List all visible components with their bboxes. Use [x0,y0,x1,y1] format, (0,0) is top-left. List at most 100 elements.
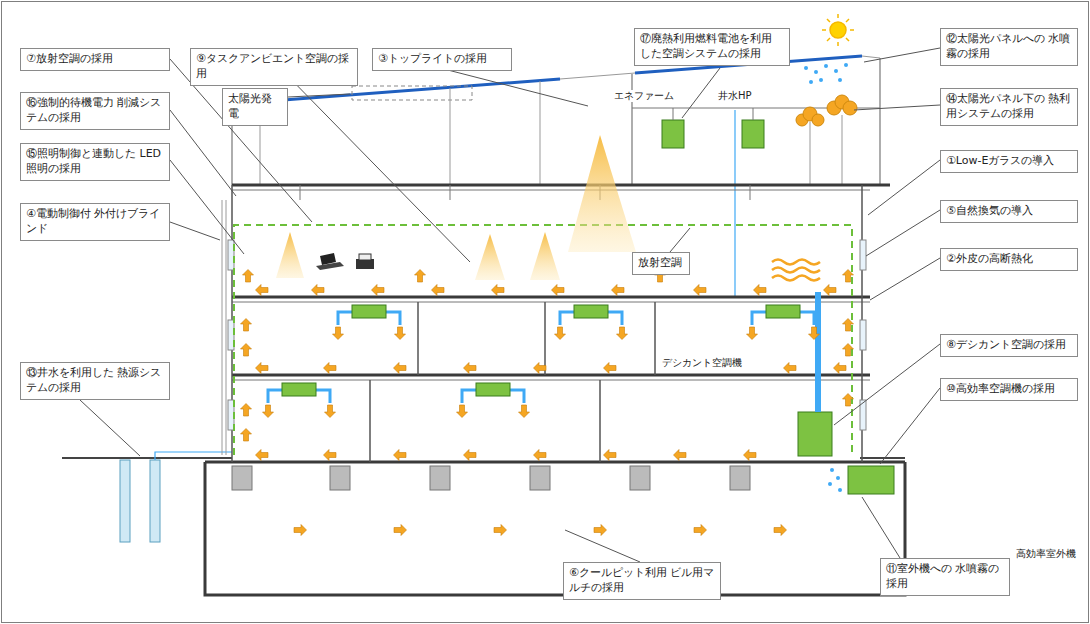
callout-text: ⑧デシカント空調の採用 [946,338,1072,353]
callout-box: ⑨タスクアンビエント空調の採用 [190,48,358,86]
airflow-arrow [372,285,385,296]
callout-box: 放射空調 [632,252,690,275]
callout-text: 太陽光発電 [228,92,282,122]
airflow-arrow [519,405,530,418]
airflow-arrow [464,363,477,374]
solar-panel [352,86,472,100]
airflow-arrow [241,319,252,332]
airflow-arrow [494,525,507,536]
water-drops [804,63,848,84]
callout-box: ⑦放射空調の採用 [20,48,170,71]
airflow-arrow [256,450,269,461]
callout-text: ②外皮の高断熱化 [946,252,1072,267]
beam [232,185,870,380]
ceiling-ac-unit [268,305,814,403]
callout-box: ②外皮の高断熱化 [940,248,1078,271]
well [120,460,130,542]
callout-text: ③トップライトの採用 [378,52,506,67]
airflow-arrow [243,270,254,283]
airflow-arrow [534,363,547,374]
roof-post [540,81,541,185]
pipe [810,122,811,185]
airflow-arrow [256,363,269,374]
airflow-arrow [294,525,307,536]
airflow-arrow [843,394,854,407]
airflow-arrow [395,327,406,340]
airflow-arrow [263,405,274,418]
airflow-arrows [241,270,854,536]
airflow-arrow [744,450,757,461]
airflow-arrow [774,525,787,536]
callout-box: ③トップライトの採用 [372,48,512,71]
airflow-arrow [834,363,847,374]
callout-box: ①Low-Eガラスの導入 [940,150,1078,173]
callout-text: ⑪室外機への 水噴霧の採用 [886,562,1004,592]
callout-text: 放射空調 [638,256,684,271]
callout-text: ①Low-Eガラスの導入 [946,154,1072,169]
callout-text: ⑦放射空調の採用 [26,52,164,67]
office-equipment [316,253,374,270]
airflow-arrow [464,450,477,461]
airflow-arrow [604,363,617,374]
airflow-arrow [241,429,252,442]
airflow-arrow [492,285,505,296]
airflow-arrow [694,285,707,296]
equipment-label: エネファーム [612,90,676,102]
well-heat-pump [742,120,764,148]
airflow-arrow [241,344,252,357]
callout-box: ⑮照明制御と連動した LED照明の採用 [20,143,170,181]
light-cone [276,135,636,280]
callout-text: ⑨タスクアンビエント空調の採用 [196,52,352,82]
airflow-arrow [754,285,767,296]
airflow-arrow [604,450,617,461]
pipe [842,115,843,185]
callout-text: ⑥クールピット利用 ビル用マルチの採用 [569,566,715,596]
airflow-arrow [612,285,625,296]
callout-box: ④電動制御付 外付けブラインド [20,203,170,241]
airflow-arrow [552,285,565,296]
airflow-arrow [415,270,426,283]
airflow-arrow [843,270,854,283]
airflow-arrow [394,525,407,536]
callout-box: ⑯強制的待機電力 削減システムの採用 [20,92,170,130]
airflow-arrow [784,363,797,374]
airflow-arrow [534,450,547,461]
airflow-arrow [555,327,566,340]
airflow-arrow [324,363,337,374]
airflow-arrow [457,405,468,418]
airflow-arrow [324,450,337,461]
callout-box: ⑩高効率空調機の採用 [940,378,1078,401]
ground-line [860,457,905,459]
airflow-arrow [824,285,837,296]
roof-edge [862,56,880,58]
airflow-arrow [617,327,628,340]
equipment-label: 高効率室外機 [1014,548,1078,560]
heat-wave [772,260,820,281]
fuel-cell [662,120,684,148]
callout-text: ⑯強制的待機電力 削減システムの採用 [26,96,164,126]
airflow-arrow [809,327,820,340]
callout-box: ⑫太陽光パネルへの 水噴霧の採用 [940,28,1078,66]
airflow-arrow [594,525,607,536]
roof-post [450,88,451,185]
callout-box: ⑬井水を利用した 熱源システムの採用 [20,362,170,400]
toplight [560,73,635,79]
callout-box: ⑪室外機への 水噴霧の採用 [880,558,1010,596]
airflow-arrow [325,405,336,418]
callout-text: ⑮照明制御と連動した LED照明の採用 [26,147,164,177]
airflow-arrow [312,285,325,296]
equipment-label: 井水HP [716,90,754,102]
ground-line [62,457,232,459]
penthouse-wall [879,58,880,185]
airflow-arrow [694,525,707,536]
callout-text: ④電動制御付 外付けブラインド [26,207,164,237]
desiccant-unit [798,412,832,456]
duct [815,340,821,412]
callout-box: ⑧デシカント空調の採用 [940,334,1078,357]
callout-box: ⑥クールピット利用 ビル用マルチの採用 [563,562,721,600]
callout-text: ⑬井水を利用した 熱源システムの採用 [26,366,164,396]
floor-slab [205,185,905,462]
heat-cloud [796,95,857,126]
callout-text: ⑩高効率空調機の採用 [946,382,1072,397]
